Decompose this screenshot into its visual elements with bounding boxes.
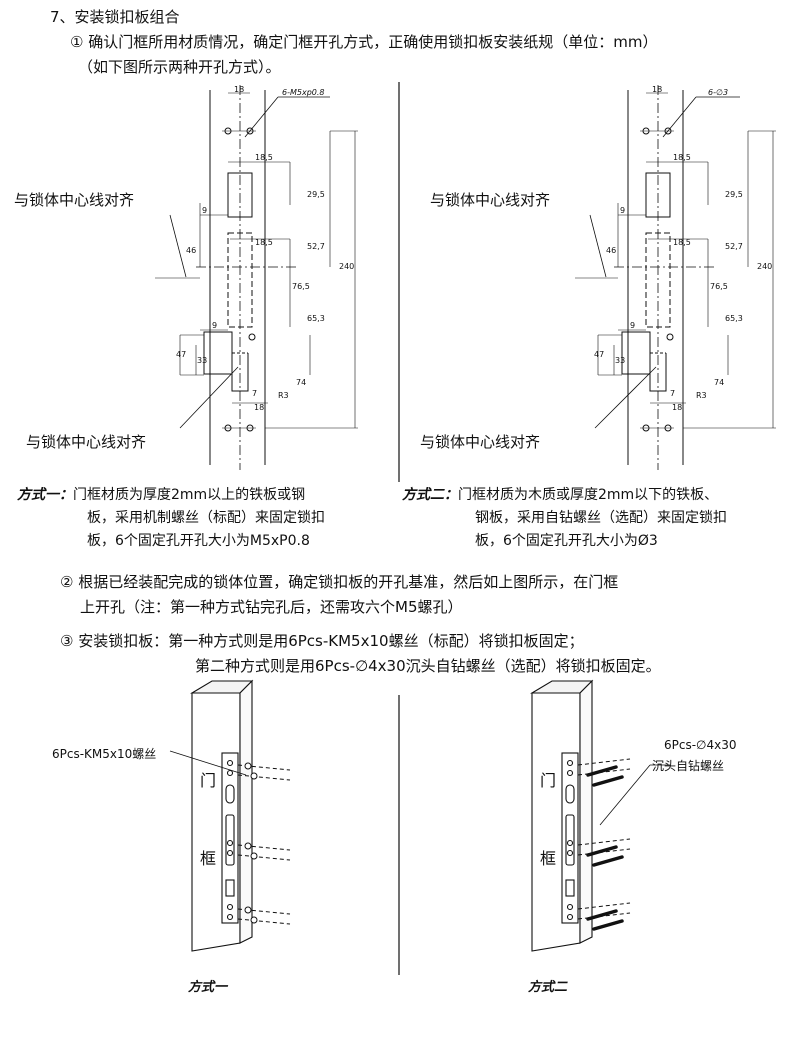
align-label-bottom-left: 与锁体中心线对齐 [26, 433, 147, 451]
method1-line2: 板，采用机制螺丝（标配）来固定锁扣 [87, 510, 325, 526]
frame-char2-left: 框 [200, 849, 216, 868]
dim-18-top: 18 [234, 85, 244, 94]
step1-line1: ① 确认门框所用材质情况，确定门框开孔方式，正确使用锁扣板安装纸规（单位：mm） [70, 33, 658, 51]
method1-line1: 门框材质为厚度2mm以上的铁板或钢 [73, 487, 306, 503]
install-illustration-right: 门 框 [530, 679, 670, 952]
method1-line3: 板，6个固定孔开孔大小为M5xP0.8 [87, 533, 310, 549]
dim-29-5: 29,5 [307, 190, 325, 199]
dim-76-5: 76,5 [710, 282, 728, 291]
dim-18-5b: 18,5 [255, 238, 273, 247]
step3-line1: ③ 安装锁扣板：第一种方式则是用6Pcs-KM5x10螺丝（标配）将锁扣板固定； [60, 632, 584, 650]
step2-line2: 上开孔（注：第一种方式钻完孔后，还需攻六个M5螺孔） [80, 598, 463, 616]
dim-18-top: 18 [652, 85, 662, 94]
frame-char2-right: 框 [540, 849, 556, 868]
method2-line3: 板，6个固定孔开孔大小为Ø3 [475, 533, 658, 549]
method1-title: 方式一： [17, 487, 73, 503]
dim-240: 240 [757, 262, 772, 271]
screw-label-right-1: 6Pcs-∅4x30 [664, 738, 737, 752]
step2-line1: ② 根据已经装配完成的锁体位置，确定锁扣板的开孔基准，然后如上图所示，在门框 [60, 573, 619, 591]
template-diagram-right: 18 6-∅3 18,5 29,5 9 46 18,5 52,7 240 76,… [575, 85, 776, 470]
align-label-top-left: 与锁体中心线对齐 [14, 191, 135, 209]
divider-top [398, 82, 400, 482]
dim-18-bot: 18 [672, 403, 682, 412]
dim-7: 7 [252, 389, 257, 398]
method2-line1: 门框材质为木质或厚度2mm以下的铁板、 [458, 487, 719, 503]
dim-65-3: 65,3 [307, 314, 325, 323]
dim-9b: 9 [212, 321, 217, 330]
screw-label-right-2: 沉头自钻螺丝 [652, 759, 725, 773]
dim-76-5: 76,5 [292, 282, 310, 291]
frame-char1-left: 门 [200, 771, 216, 790]
method2-line2: 钢板，采用自钻螺丝（选配）来固定锁扣 [475, 510, 727, 526]
section-heading: 7、安装锁扣板组合 [50, 8, 180, 26]
step1-line2: （如下图所示两种开孔方式）。 [78, 58, 281, 76]
step3-line2: 第二种方式则是用6Pcs-∅4x30沉头自钻螺丝（选配）将锁扣板固定。 [195, 657, 661, 675]
dim-18-5b: 18,5 [673, 238, 691, 247]
dim-52-7: 52,7 [307, 242, 325, 251]
align-label-bottom-right: 与锁体中心线对齐 [420, 433, 541, 451]
dim-9a: 9 [202, 206, 207, 215]
screw-label-left: 6Pcs-KM5x10螺丝 [52, 747, 157, 761]
dim-46: 46 [186, 246, 196, 255]
dim-47: 47 [176, 350, 186, 359]
dim-33: 33 [197, 356, 207, 365]
frame-char1-right: 门 [540, 771, 556, 790]
dim-65-3: 65,3 [725, 314, 743, 323]
dim-7: 7 [670, 389, 675, 398]
hole-spec-label: 6-∅3 [708, 88, 728, 97]
dim-9b: 9 [630, 321, 635, 330]
install-illustration-left: 门 框 [169, 679, 291, 952]
dim-47: 47 [594, 350, 604, 359]
dim-r3: R3 [696, 391, 707, 400]
dim-52-7: 52,7 [725, 242, 743, 251]
dim-240: 240 [339, 262, 354, 271]
dim-18-5a: 18,5 [673, 153, 691, 162]
dim-74: 74 [296, 378, 306, 387]
hole-spec-label: 6-M5xp0.8 [282, 88, 325, 97]
dim-74: 74 [714, 378, 724, 387]
template-diagram-left: 18 6-M5xp0.8 18,5 29,5 9 46 18,5 52,7 24… [155, 85, 358, 470]
dim-46: 46 [606, 246, 616, 255]
method2-title: 方式二： [402, 487, 458, 503]
dim-r3: R3 [278, 391, 289, 400]
dim-18-bot: 18 [254, 403, 264, 412]
caption-right: 方式二 [528, 980, 568, 995]
dim-9a: 9 [620, 206, 625, 215]
dim-29-5: 29,5 [725, 190, 743, 199]
dim-18-5a: 18,5 [255, 153, 273, 162]
align-label-top-right: 与锁体中心线对齐 [430, 191, 551, 209]
caption-left: 方式一 [188, 980, 228, 995]
dim-33: 33 [615, 356, 625, 365]
divider-bottom [398, 695, 400, 975]
